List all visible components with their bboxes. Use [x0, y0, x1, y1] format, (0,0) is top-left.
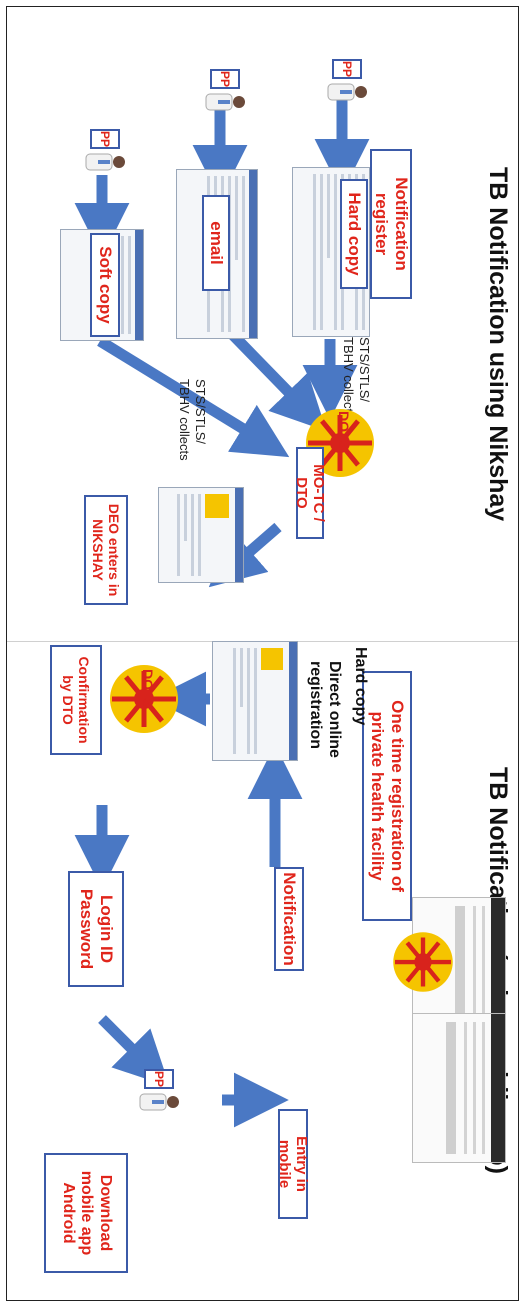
collects-label-2: STS/STLS/ TBHV collects [176, 379, 208, 461]
doctor-icon [85, 153, 125, 171]
login-id-password-label: Login ID Password [68, 871, 124, 987]
pp-1: PP [324, 59, 370, 103]
deo-enters-label: DEO enters in NIKSHAY [84, 495, 128, 605]
nikshay-web-screenshot [212, 641, 298, 761]
pp-2-label: PP [210, 69, 240, 89]
dots-logo-text-right: DOTS [140, 669, 156, 708]
mo-tc-dto-label: MO-TC / DTO [293, 447, 327, 539]
hard-copy-right-label: Hard copy [352, 647, 369, 726]
arrow-email-to-motc [229, 331, 327, 432]
email-label: email [202, 195, 230, 291]
direct-online-label: Direct online registration [306, 661, 343, 758]
flow-arrows [74, 100, 370, 1128]
soft-copy-label: Soft copy [90, 233, 120, 337]
dots-logo-icon [393, 932, 453, 992]
doctor-icon [327, 83, 367, 101]
notification-register-label: Notification register [370, 149, 412, 299]
left-panel-title: TB Notification using Nikshay [484, 167, 512, 522]
pp-right: PP [136, 1069, 182, 1113]
mobile-entry-screenshot [412, 1013, 506, 1163]
confirmation-label: Confirmation by DTO [50, 645, 102, 755]
dots-logo-icon [110, 665, 178, 733]
pp-1-label: PP [332, 59, 362, 79]
doctor-icon [139, 1093, 179, 1111]
slide-stage: TB Notification using Nikshay PP PP PP [7, 7, 518, 1300]
entry-in-mobile-label: Entry in mobile [276, 1109, 310, 1219]
dots-logo-text-left: DOTS [336, 411, 352, 450]
pp-right-label: PP [144, 1069, 174, 1089]
hard-copy-label: Hard copy [340, 179, 368, 289]
nikshay-screenshot [158, 487, 244, 583]
pp-2: PP [202, 69, 248, 113]
doctor-icon [205, 93, 245, 111]
pp-3: PP [82, 129, 128, 173]
arrow-login-to-pp [98, 1015, 170, 1087]
slide-frame: TB Notification using Nikshay PP PP PP [6, 6, 519, 1301]
pp-3-label: PP [90, 129, 120, 149]
notification-label: Notification [274, 867, 304, 971]
arrow-softcopy-to-motc [97, 336, 290, 458]
download-app-label: Download mobile app Android [44, 1153, 128, 1273]
